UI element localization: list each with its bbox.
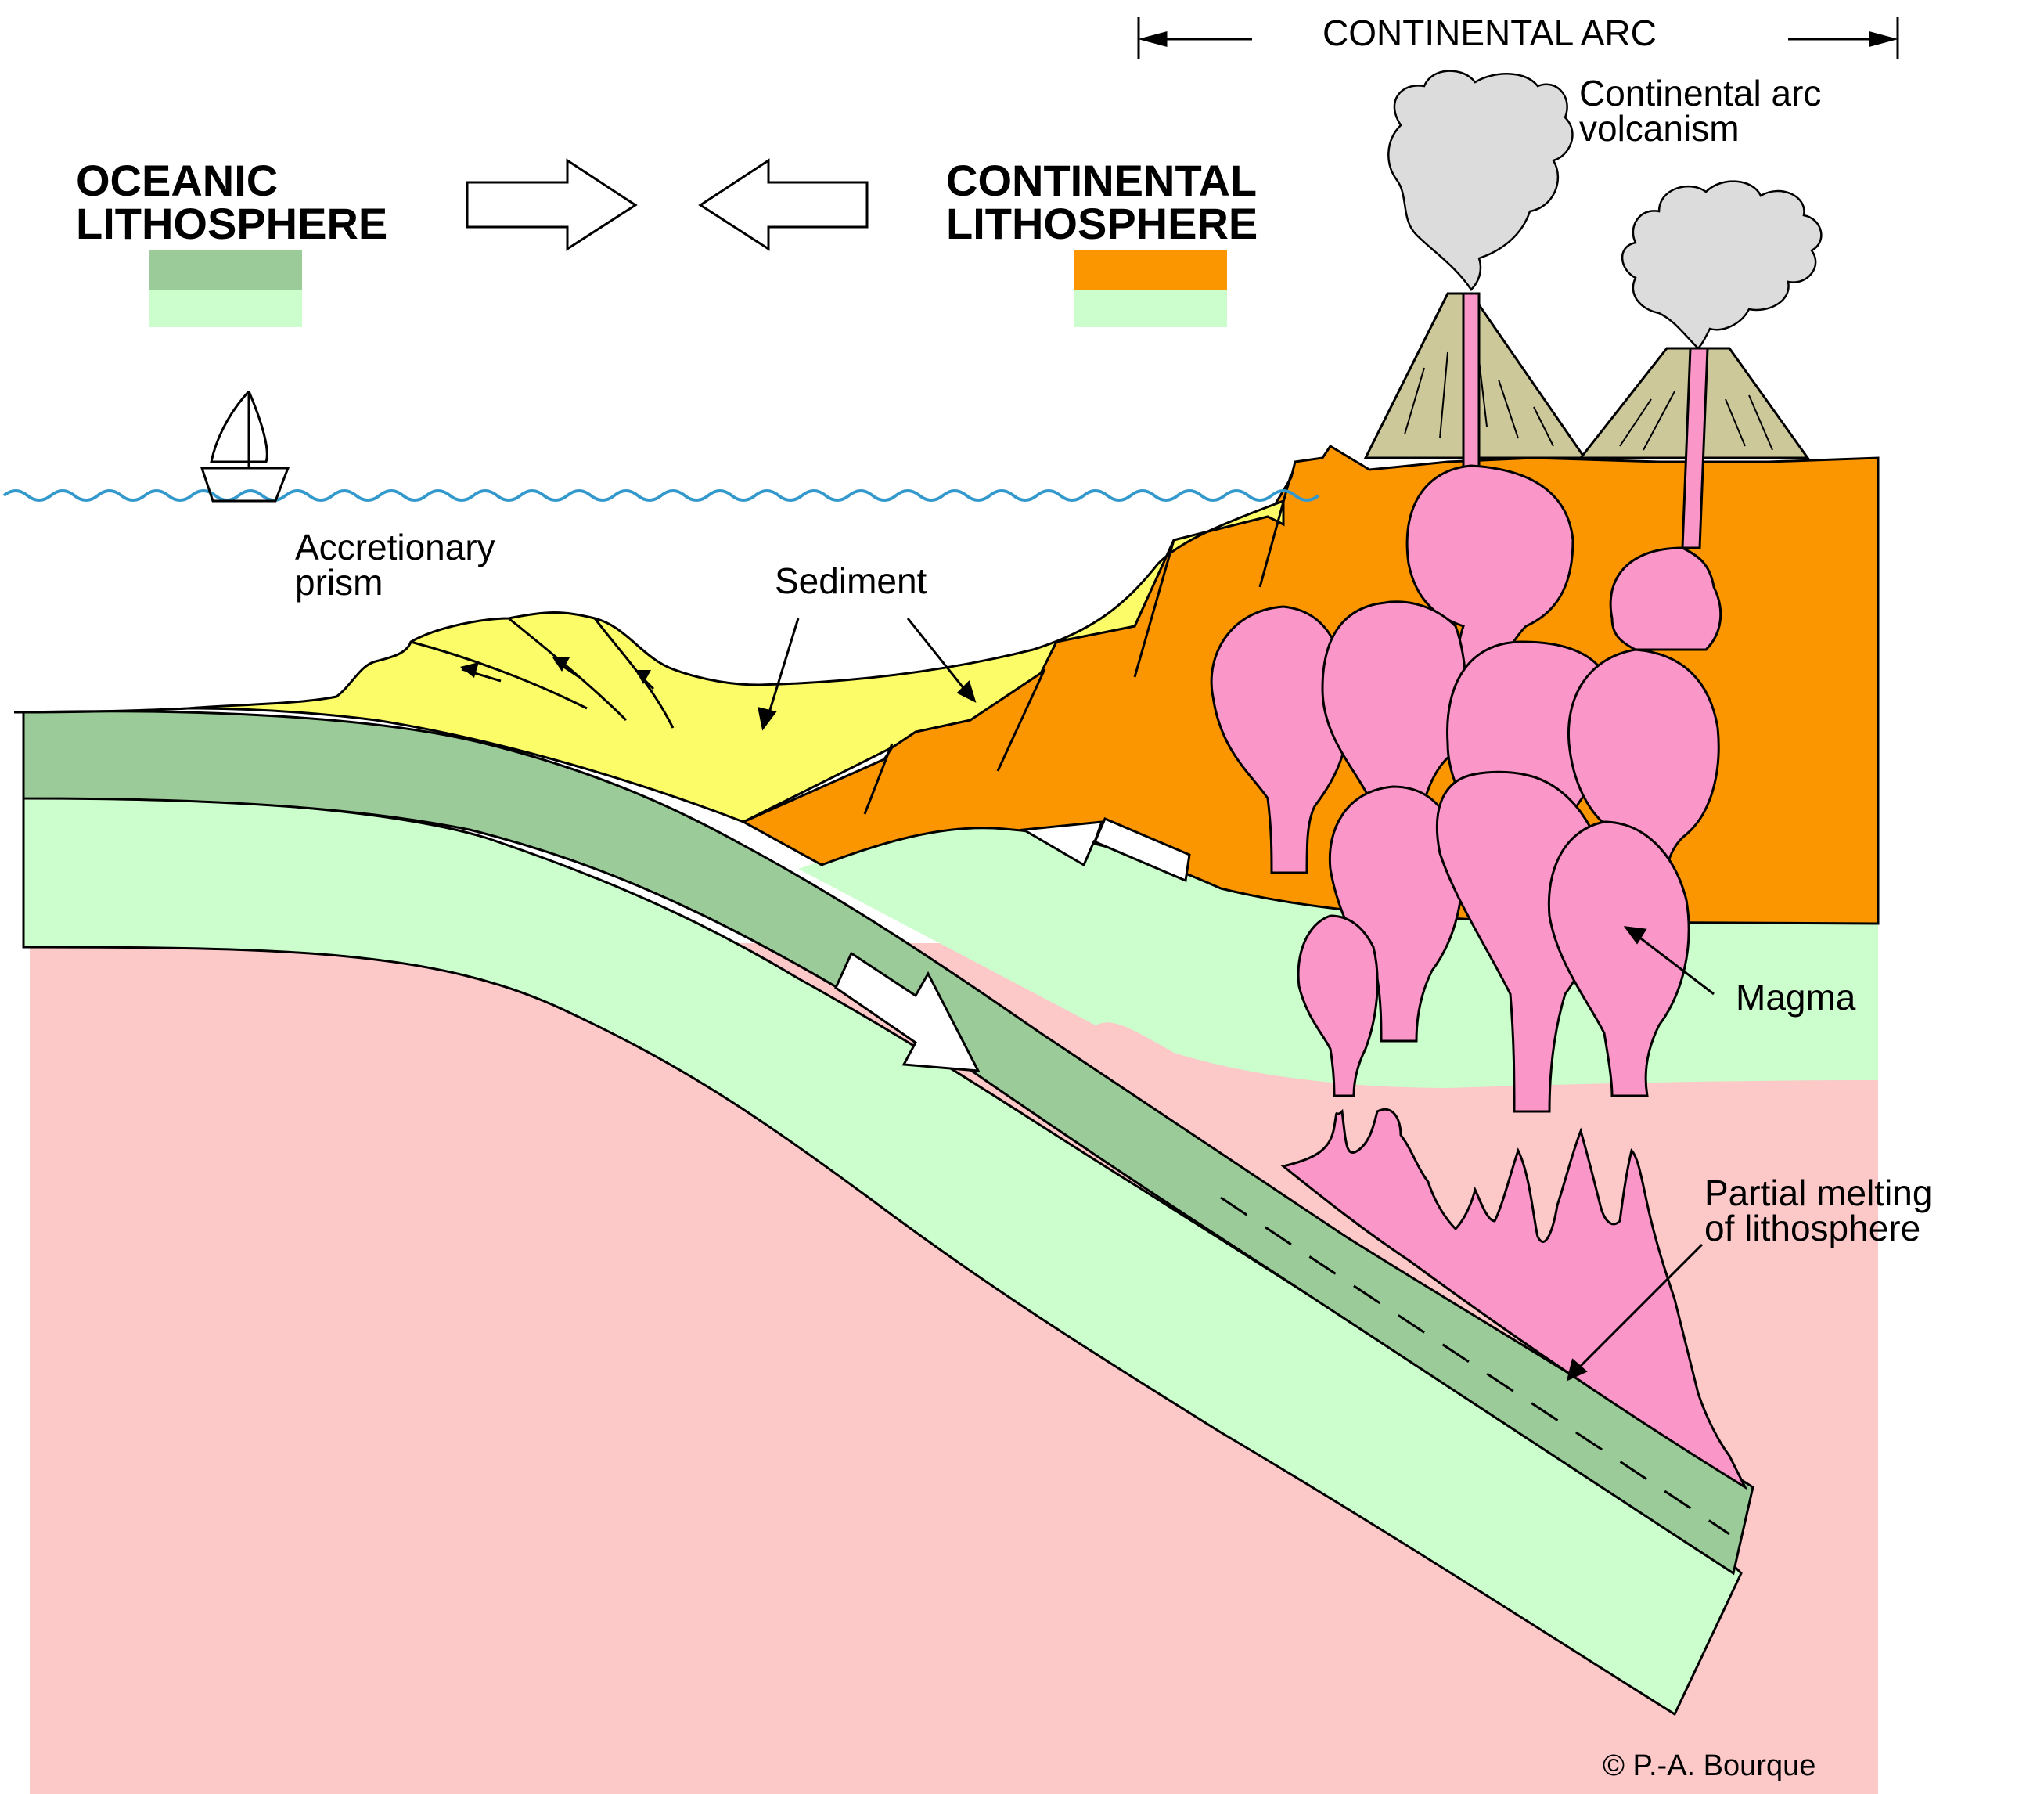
ash-cloud-left	[1387, 70, 1574, 291]
legend-continental-crust	[1074, 250, 1227, 290]
sediment	[187, 499, 1285, 823]
oceanic-label-line2: LITHOSPHERE	[76, 199, 387, 248]
seafloor-line	[13, 707, 189, 714]
oceanic-mantle	[22, 793, 1743, 1717]
continental-arc-label: CONTINENTAL ARC	[1322, 13, 1657, 53]
thrust-arrowheads	[460, 657, 651, 684]
oceanic-label-line1: OCEANIC	[76, 156, 278, 205]
arrow-left-icon	[698, 158, 869, 251]
slab-motion-arrow-icon	[834, 951, 981, 1072]
accretionary-prism-label-line1: Accretionary	[295, 527, 495, 567]
continental-arc-bracket	[1137, 17, 1899, 59]
sediment-label: Sediment	[775, 560, 927, 601]
copyright-label: © P.-A. Bourque	[1603, 1749, 1815, 1782]
legend-continental-mantle	[1074, 290, 1227, 327]
magma-chambers	[1210, 292, 1722, 1113]
partial-melting-zone	[1280, 1108, 1748, 1491]
leader-arrows	[758, 618, 1715, 1382]
oceanic-crust	[22, 710, 1754, 1576]
magma-label: Magma	[1736, 977, 1856, 1018]
partial-melting-label-line2: of lithosphere	[1704, 1208, 1920, 1248]
legend-oceanic-mantle	[149, 290, 302, 327]
ash-cloud-right	[1621, 180, 1823, 350]
volcanism-label-line1: Continental arc	[1579, 73, 1821, 113]
continental-label-line1: CONTINENTAL	[946, 156, 1257, 205]
sailboat-icon	[200, 390, 290, 503]
accretionary-prism-label-line2: prism	[295, 562, 383, 603]
arrow-right-icon	[466, 158, 638, 251]
partial-melting-label-line1: Partial melting	[1704, 1173, 1932, 1213]
volcanism-label-line2: volcanism	[1579, 108, 1740, 149]
mantle-flow-arrow-icon	[1020, 817, 1191, 883]
continental-label-line2: LITHOSPHERE	[946, 199, 1258, 248]
sea-surface	[2, 489, 1320, 502]
legend-oceanic-crust	[149, 250, 302, 290]
